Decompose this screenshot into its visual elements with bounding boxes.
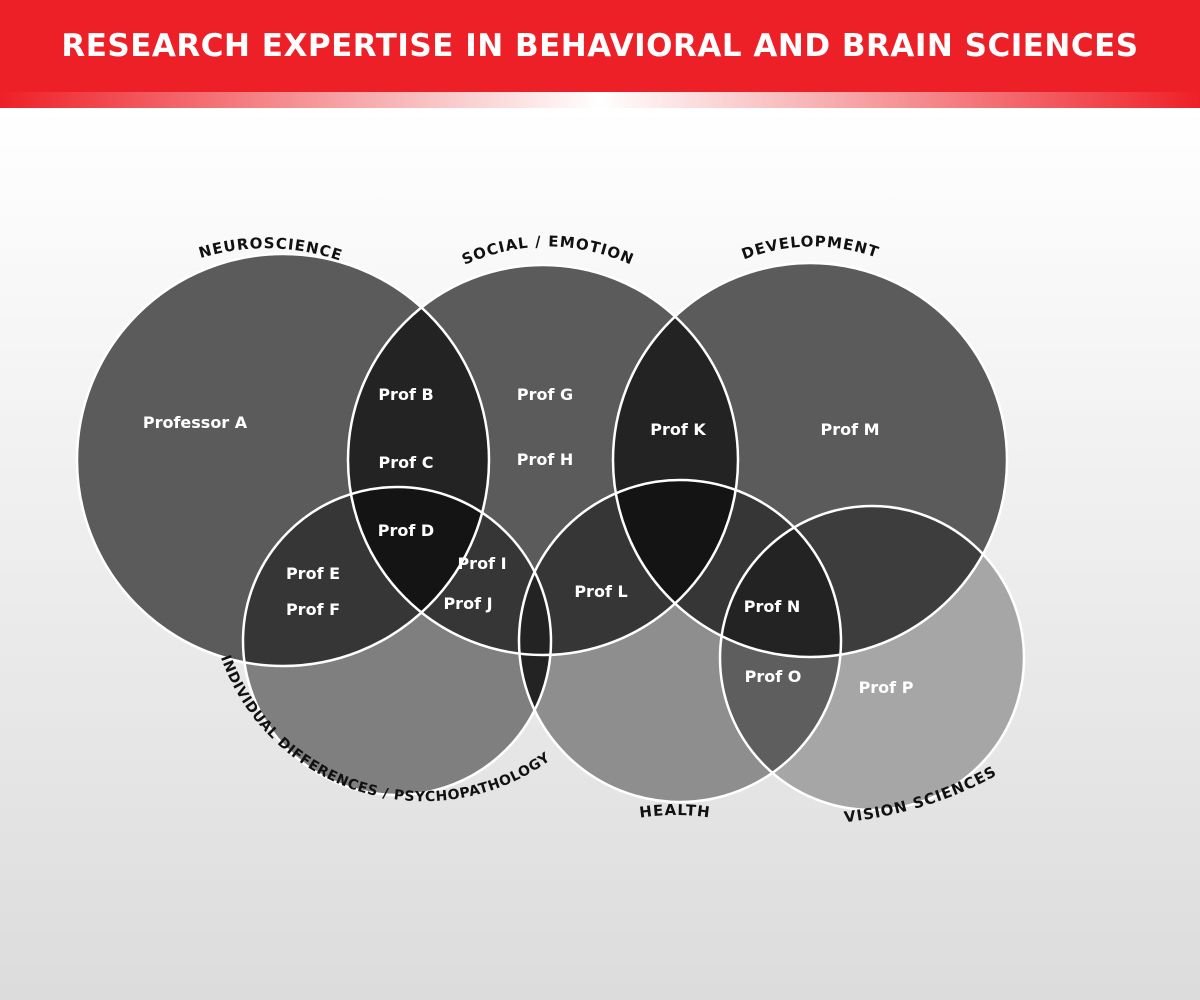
outline-health (517, 478, 843, 804)
outline-individual-differences (241, 485, 553, 797)
person-label-l: Prof L (574, 582, 627, 601)
page-title: RESEARCH EXPERTISE IN BEHAVIORAL AND BRA… (61, 28, 1139, 64)
person-label-b: Prof B (378, 385, 433, 404)
person-label-a: Professor A (143, 413, 248, 432)
outline-neuroscience (75, 252, 491, 668)
header-gradient-strip (0, 92, 1200, 108)
person-label-g: Prof G (517, 385, 573, 404)
person-label-k: Prof K (650, 420, 706, 439)
person-label-e: Prof E (286, 564, 340, 583)
person-label-i: Prof I (457, 554, 506, 573)
overlap-dev-health-vision (720, 506, 841, 657)
category-label-development: DEVELOPMENT (739, 232, 881, 263)
person-label-c: Prof C (379, 453, 434, 472)
outline-development (611, 261, 1009, 659)
person-label-d: Prof D (378, 521, 434, 540)
person-label-n: Prof N (744, 597, 801, 616)
category-label-social-emotion: SOCIAL / EMOTION (459, 232, 637, 268)
outline-social-emotion (346, 263, 740, 657)
person-label-f: Prof F (286, 600, 340, 619)
outline-vision-sciences (718, 504, 1026, 812)
person-label-m: Prof M (820, 420, 879, 439)
category-label-health: HEALTH (638, 801, 711, 822)
person-label-h: Prof H (517, 450, 574, 469)
person-label-o: Prof O (745, 667, 802, 686)
person-label-j: Prof J (443, 594, 492, 613)
header-bar: RESEARCH EXPERTISE IN BEHAVIORAL AND BRA… (0, 0, 1200, 92)
person-label-p: Prof P (859, 678, 914, 697)
